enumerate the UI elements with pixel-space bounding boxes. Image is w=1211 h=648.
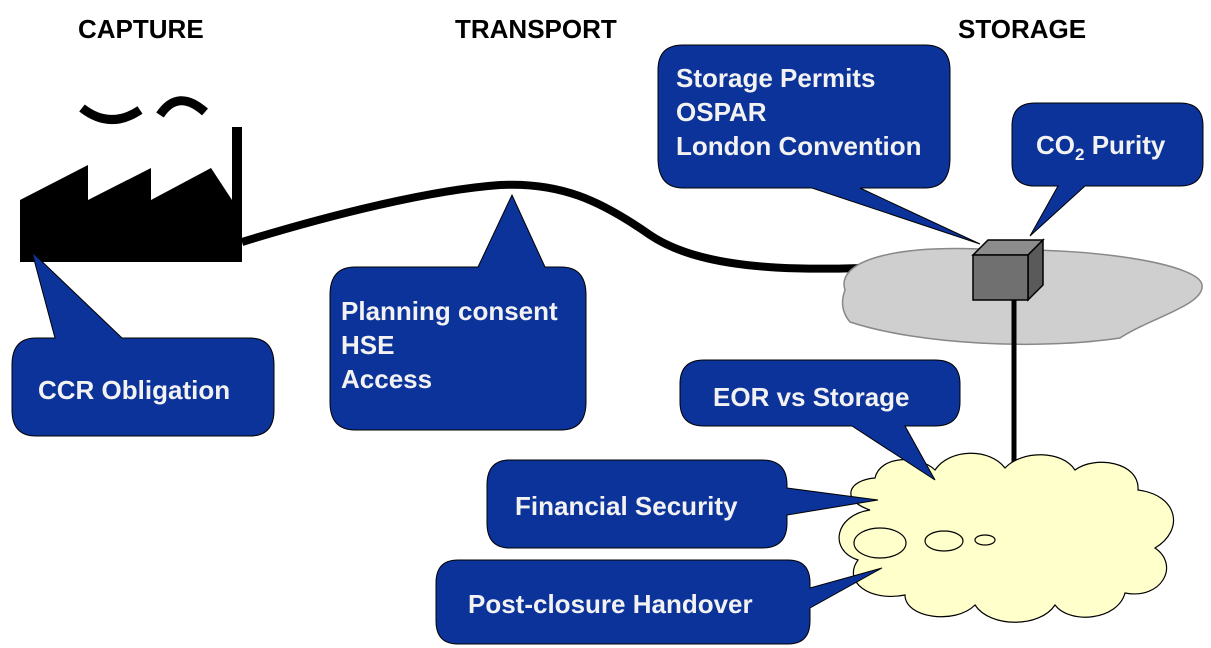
post-closure-handover-text: Post-closure Handover <box>468 589 753 619</box>
callout-financial <box>486 459 879 549</box>
planning-text: Planning consent HSE Access <box>341 294 558 396</box>
hse-line: HSE <box>341 330 395 360</box>
pipeline <box>240 180 981 273</box>
callout-planning <box>329 193 587 431</box>
callout-co2-purity <box>1011 102 1204 237</box>
callout-eor <box>679 359 961 481</box>
storage-permits-line: Storage Permits <box>676 63 876 93</box>
co2-suffix: Purity <box>1084 130 1166 160</box>
callout-storage-permits <box>657 44 981 245</box>
capture-header: CAPTURE <box>78 14 204 44</box>
wellhead-box-icon <box>971 238 1045 302</box>
ccr-obligation-text: CCR Obligation <box>38 375 231 405</box>
planning-consent-line: Planning consent <box>341 296 558 326</box>
financial-security-text: Financial Security <box>515 491 738 521</box>
storage-reservoir-cloud <box>838 452 1174 623</box>
london-convention-line: London Convention <box>676 131 922 161</box>
storage-permits-text: Storage Permits OSPAR London Convention <box>676 61 922 163</box>
co2-purity-text: CO2 Purity <box>1036 128 1166 164</box>
transport-header: TRANSPORT <box>455 14 617 44</box>
factory-icon <box>20 96 242 262</box>
callout-post-closure <box>435 559 883 645</box>
access-line: Access <box>341 364 433 394</box>
callout-ccr <box>11 250 275 437</box>
co2-prefix: CO <box>1036 130 1075 160</box>
eor-vs-storage-text: EOR vs Storage <box>713 382 910 412</box>
co2-subscript: 2 <box>1075 145 1085 164</box>
storage-header: STORAGE <box>958 14 1087 44</box>
ospar-line: OSPAR <box>676 97 767 127</box>
